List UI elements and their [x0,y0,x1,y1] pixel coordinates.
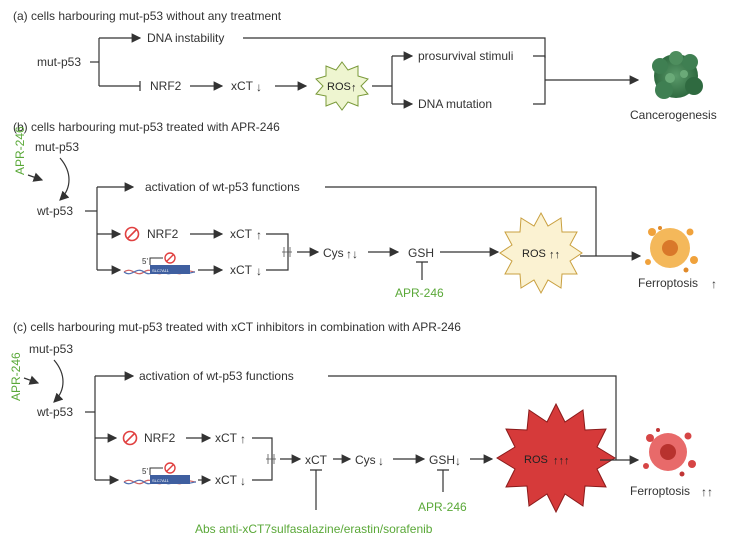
panel-b-wt-p53: wt-p53 [36,204,73,218]
panel-b-gene-icon [123,252,196,275]
panel-c-wt-p53: wt-p53 [36,405,73,419]
panel-c-xct-up-icon: ↑ [240,432,246,446]
panel-a-dna-mutation: DNA mutation [418,97,492,111]
panel-c-activation-line [328,375,617,460]
panel-c-gene-label: SLC7A11 [152,478,170,483]
panel-b-outcome-up-icon: ↑ [711,277,717,291]
panel-c-gene-icon [123,462,197,485]
panel-a-dna-instability: DNA instability [147,31,224,45]
panel-c-ros: ROS [524,454,548,466]
panel-b-outcome: Ferroptosis [638,276,698,290]
panel-c-ros-up-icon: ↑↑↑ [553,455,570,467]
panel-b-apr-side: APR-246 [13,126,27,175]
panel-c-inhibitor-line [310,469,322,510]
panel-b-xct-up-icon: ↑ [256,228,262,242]
panel-b-apr-bottom: APR-246 [395,286,444,300]
panel-b-ros-burst-icon [499,211,583,295]
panel-b-gene-label: SLC7A11 [152,268,170,273]
panel-a-mut-p53: mut-p53 [37,55,81,69]
panel-b-xct-up: xCT [230,227,253,241]
panel-b-cys-updown-icon: ↑↓ [346,247,358,261]
panel-c-activation: activation of wt-p53 functions [139,369,294,383]
panel-b-xct-down: xCT [230,263,253,277]
ferroptosis-cell-icon [643,428,696,477]
panel-c-apr-side: APR-246 [9,352,23,401]
panel-c-title: (c) cells harbouring mut-p53 treated wit… [13,320,461,334]
panel-c-gsh-down-icon: ↓ [455,454,461,468]
panel-a-title: (a) cells harbouring mut-p53 without any… [13,9,282,23]
panel-a: (a) cells harbouring mut-p53 without any… [13,9,717,122]
panel-b-ros-up-icon: ↑↑ [549,249,560,261]
panel-c-apr-inhibit [437,469,449,492]
ferroptosis-cell-icon [645,226,698,273]
panel-a-merge-bracket [533,55,546,105]
panel-b-conversion-arrow [59,157,70,201]
panel-a-ros: ROS [327,81,351,93]
panel-a-instability-line [243,37,546,58]
panel-a-xct-down-icon: ↓ [256,80,262,94]
panel-b-mut-p53: mut-p53 [35,140,79,154]
panel-c-xct-up: xCT [215,431,238,445]
panel-b-nrf2: NRF2 [147,227,179,241]
panel-b-cys: Cys [323,246,344,260]
panel-b-activation-line [325,186,597,256]
panel-c-promoter: 5' [142,467,148,476]
panel-c-apr-bottom: APR-246 [418,500,467,514]
panel-c-outcome: Ferroptosis [630,484,690,498]
panel-c-xct-down: xCT [215,473,238,487]
panel-c-conversion-arrow [53,359,64,403]
panel-b-ros: ROS [522,248,546,260]
panel-a-prosurvival: prosurvival stimuli [418,49,513,63]
panel-a-xct: xCT [231,79,254,93]
panel-c-inhibitors: Abs anti-xCT7sulfasalazine/erastin/soraf… [195,522,433,536]
panel-c: (c) cells harbouring mut-p53 treated wit… [9,320,713,536]
panel-a-nrf2: NRF2 [150,79,182,93]
panel-c-nrf2: NRF2 [144,431,176,445]
panel-a-ros-burst-icon [315,61,369,111]
panel-a-outcome: Cancerogenesis [630,108,717,122]
panel-b-promoter: 5' [142,257,148,266]
panel-c-transporter-icon [266,454,276,464]
panel-b-transporter-icon [282,247,292,257]
panel-b-apr-inhibit [416,261,428,280]
panel-c-cys-down-icon: ↓ [378,454,384,468]
panel-b-gsh: GSH [408,246,434,260]
panel-c-xct-mid: xCT [305,453,328,467]
panel-c-xct-down-icon: ↓ [240,474,246,488]
panel-c-cys: Cys [355,453,376,467]
panel-b-nrf2-block-icon [124,226,140,242]
panel-b-xct-down-icon: ↓ [256,264,262,278]
panel-c-nrf2-block-icon [122,430,138,446]
panel-b-apr-arrow [27,172,44,182]
panel-b-title: (b) cells harbouring mut-p53 treated wit… [13,120,280,134]
panel-a-ros-up-icon: ↑ [351,82,357,94]
panel-c-mut-p53: mut-p53 [29,342,73,356]
panel-c-ros-burst-icon [496,402,616,514]
panel-c-apr-arrow [23,375,40,385]
panel-c-outcome-up-icon: ↑↑ [701,485,713,499]
panel-c-gsh: GSH [429,453,455,467]
panel-b-activation: activation of wt-p53 functions [145,180,300,194]
panel-b: (b) cells harbouring mut-p53 treated wit… [13,120,717,300]
tumor-cluster-icon [652,51,703,99]
